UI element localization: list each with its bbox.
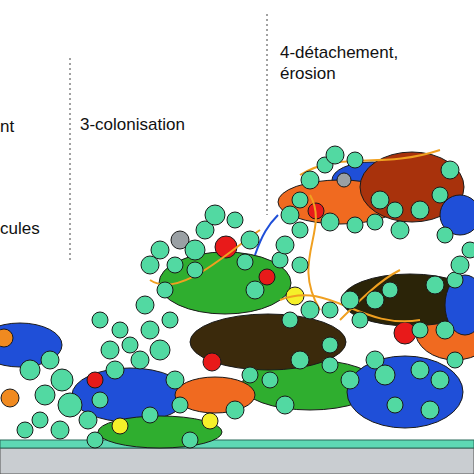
stage-label: nt [0, 116, 40, 137]
stage-divider [70, 14, 267, 262]
conditioning-film [0, 440, 474, 448]
stage-label: 3-colonisation [80, 114, 260, 135]
substrate [0, 448, 474, 474]
stage-label: cules [0, 218, 70, 239]
stage-label: 4-détachement, érosion [280, 42, 430, 85]
